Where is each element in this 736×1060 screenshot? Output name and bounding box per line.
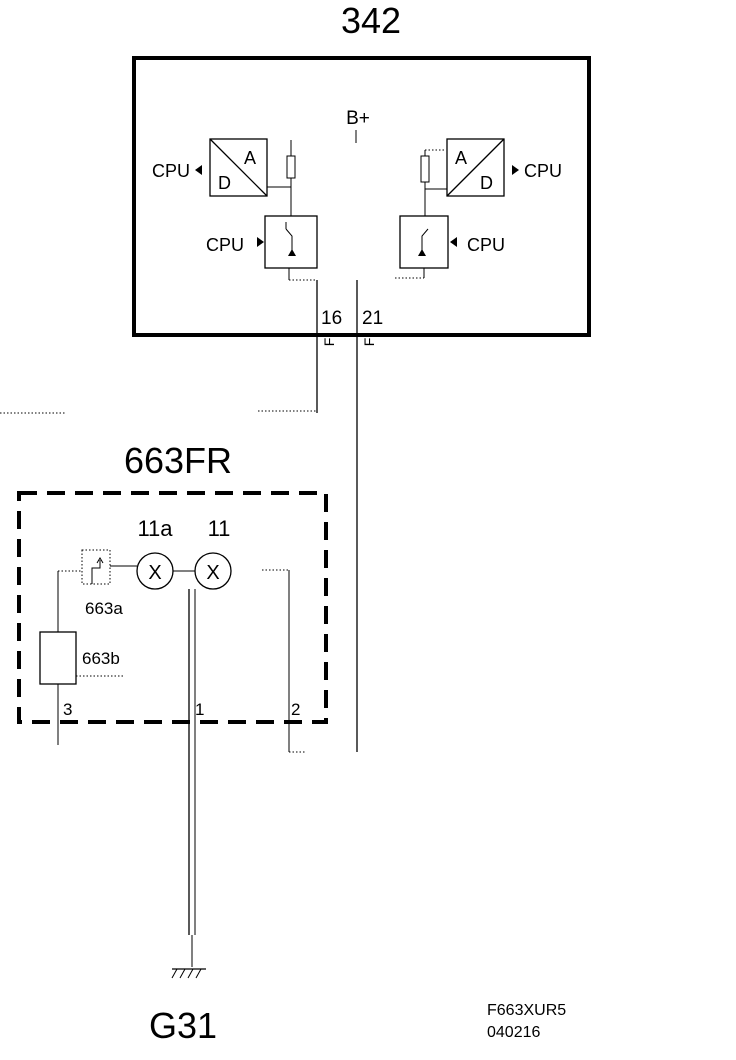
resistor-663b-label: 663b [82,649,120,668]
module-663fr-label: 663FR [124,440,232,481]
converter-right-d: D [480,173,493,193]
arrow-right-icon [257,237,264,247]
driver-right [399,215,449,269]
lamp-11: X [194,552,232,590]
module-342-label: 342 [341,0,401,41]
flag-right: F [361,338,377,347]
driver-left [264,215,318,269]
ad-converter-left: A D [209,138,268,197]
supply-label: B+ [346,108,370,129]
fuse-left [286,155,296,179]
lamp-11a: X [136,552,174,590]
converter-left-cpu: CPU [152,161,190,181]
pin-21-label: 21 [362,308,383,329]
driver-left-cpu: CPU [206,235,244,255]
lamp-11-symbol: X [206,562,219,584]
module-663fr-box [17,491,328,724]
converter-left-a: A [244,148,256,168]
driver-right-cpu: CPU [467,235,505,255]
footer-code: F663XUR5 [487,1002,566,1019]
pin-1-label: 1 [195,700,204,719]
arrow-left-icon [450,237,457,247]
lamp-11-id: 11 [208,516,231,541]
resistor-663b [39,631,77,685]
converter-right-a: A [455,148,467,168]
switch-663a [81,549,111,585]
pin-16-label: 16 [321,308,342,329]
arrow-left-icon [195,165,202,175]
module-342-box [132,56,591,337]
lamp-11a-id: 11a [137,516,173,541]
pin-3-label: 3 [63,700,72,719]
flag-left: F [321,338,337,347]
converter-right-cpu: CPU [524,161,562,181]
lamp-11a-symbol: X [148,562,161,584]
footer-date: 040216 [487,1024,540,1041]
ad-converter-right: A D [446,138,505,197]
ground-label: G31 [149,1005,217,1046]
switch-663a-label: 663a [85,599,123,618]
fuse-right [420,155,430,183]
pin-2-label: 2 [291,700,300,719]
arrow-right-icon [512,165,519,175]
converter-left-d: D [218,173,231,193]
